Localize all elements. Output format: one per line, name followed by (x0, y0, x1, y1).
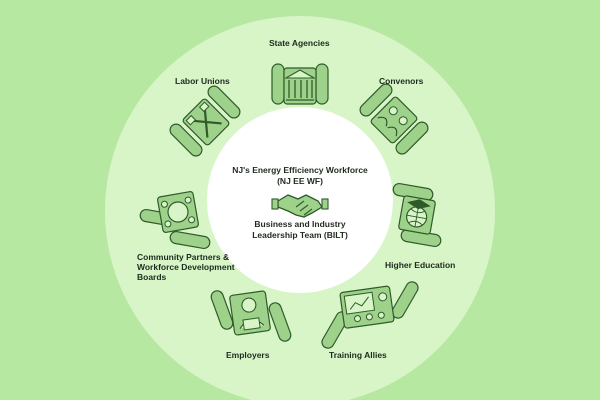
crossed-tools-icon (182, 98, 230, 146)
building-columns-icon (283, 67, 317, 105)
center-subtitle: Business and Industry Leadership Team (B… (200, 219, 400, 241)
center-subtitle-line2: Leadership Team (BILT) (252, 230, 348, 240)
center-subtitle-line1: Business and Industry (254, 219, 346, 229)
stakeholder-state-agencies (271, 63, 329, 105)
label-convenors: Convenors (379, 76, 424, 86)
center-title: NJ's Energy Efficiency Workforce (NJ EE … (200, 165, 400, 187)
label-employers: Employers (226, 350, 270, 360)
label-community-partners-line2: Workforce Development (137, 262, 235, 272)
label-higher-education: Higher Education (385, 260, 456, 270)
stakeholder-community-partners (138, 191, 212, 250)
label-community-partners-line3: Boards (137, 272, 167, 282)
stakeholder-convenors (357, 81, 431, 157)
label-labor-unions: Labor Unions (175, 76, 230, 86)
stakeholder-training-allies (319, 279, 421, 351)
label-state-agencies: State Agencies (269, 38, 330, 48)
label-community-partners-line1: Community Partners & (137, 252, 230, 262)
graduation-globe-icon (398, 195, 436, 235)
stakeholder-labor-unions (167, 83, 243, 159)
worker-laptop-icon (229, 290, 271, 336)
community-globe-icon (157, 191, 199, 233)
center-title-line1: NJ's Energy Efficiency Workforce (232, 165, 368, 175)
people-group-icon (370, 96, 418, 144)
stakeholder-employers (208, 288, 294, 344)
stakeholder-higher-education (391, 182, 443, 248)
label-training-allies: Training Allies (329, 350, 387, 360)
center-title-line2: (NJ EE WF) (277, 176, 323, 186)
label-community-partners: Community Partners & Workforce Developme… (137, 252, 235, 282)
classroom-presentation-icon (339, 285, 395, 329)
handshake-icon (271, 194, 329, 218)
